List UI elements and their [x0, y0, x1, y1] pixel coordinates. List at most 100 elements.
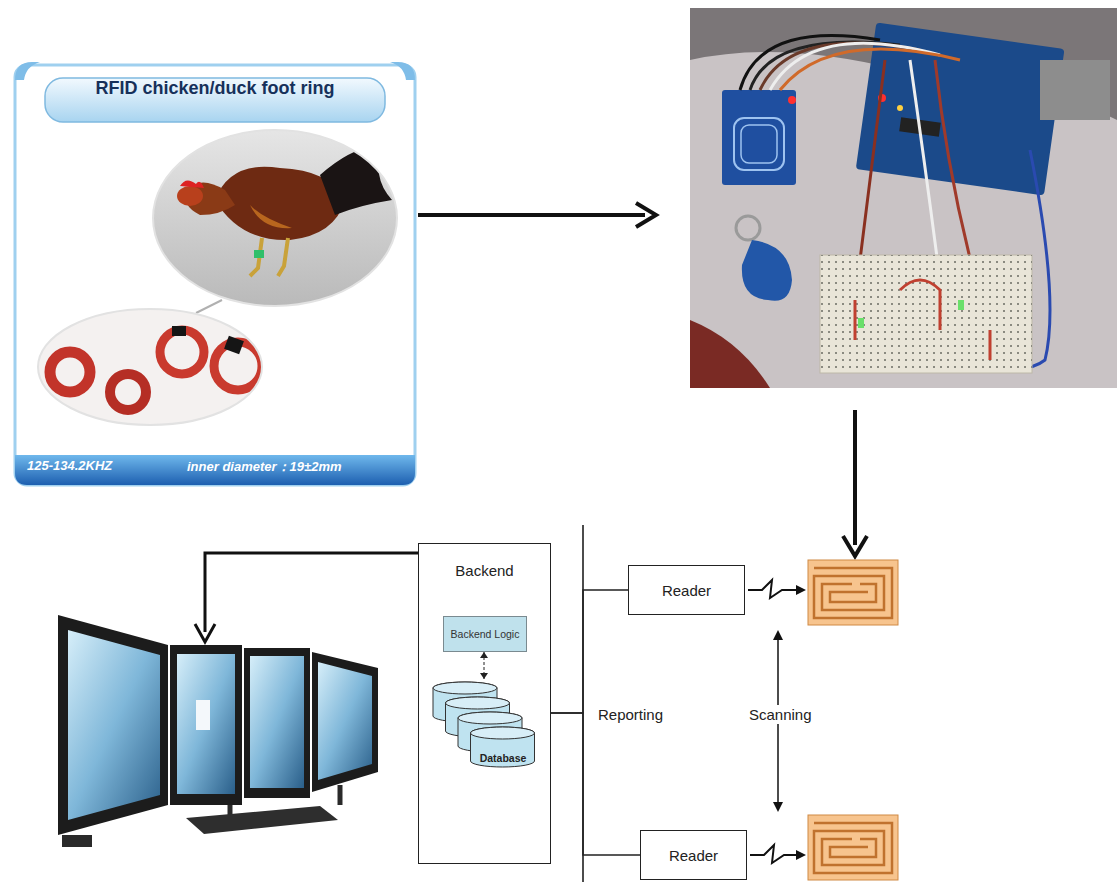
led: [788, 96, 796, 104]
monitor-screen: [177, 654, 235, 794]
led: [897, 105, 903, 111]
box-label: Reader: [662, 582, 711, 599]
connector-line: [551, 713, 640, 855]
monitor-frame: [58, 615, 168, 835]
arrow-label: Scanning: [747, 705, 814, 724]
chicken-legs: [250, 238, 288, 276]
zigzag: [750, 845, 798, 863]
rfid-tag: [808, 815, 898, 880]
reader-box: Reader: [628, 565, 745, 615]
breadboard-holes: [820, 255, 1032, 373]
chicken-tail: [320, 148, 392, 215]
rfid-tag: [808, 560, 898, 625]
monitor-screen: [250, 656, 304, 788]
jumper: [855, 280, 990, 360]
key-ring: [736, 216, 760, 240]
monitor-array: [58, 615, 378, 847]
monitor-frame: [312, 652, 378, 792]
arrow-shaft: [418, 213, 645, 217]
tag-antenna: [814, 823, 892, 873]
flow-arrow: [843, 410, 867, 556]
arrow-head: [773, 630, 783, 640]
antenna-coil: [734, 118, 784, 170]
arrow-head: [843, 536, 867, 556]
panel-border: [15, 65, 415, 485]
connector-path: [551, 590, 628, 713]
cylinder-top: [446, 697, 510, 709]
box-title: Backend: [419, 562, 550, 579]
dashed-connector: [480, 652, 488, 679]
frequency-text: 125-134.2KHZ: [27, 458, 112, 482]
cylinder-top: [458, 712, 522, 724]
cylinder-body: [471, 727, 535, 767]
logic-box: Backend Logic: [443, 616, 527, 652]
flow-arrow: [418, 203, 656, 227]
arrow-head: [195, 624, 215, 642]
panel-title: RFID chicken/duck foot ring: [45, 78, 385, 122]
arrow-head: [480, 673, 488, 679]
panel-band: [15, 455, 415, 485]
monitor-stand: [62, 835, 92, 847]
key-fob: [742, 240, 792, 301]
blanket: [690, 320, 770, 388]
flow-arrow: [195, 553, 418, 642]
arduino-photo: [690, 8, 1117, 388]
console-box: [186, 806, 338, 834]
monitor-stand: [338, 785, 343, 805]
diameter-text: inner diameter：19±2mm: [187, 458, 342, 482]
ring: [110, 374, 146, 410]
photo-edge: [38, 309, 262, 425]
bus-label: Reporting: [598, 706, 663, 723]
wire: [780, 49, 960, 90]
ethernet-jack: [1040, 60, 1110, 120]
photo-edge: [153, 130, 397, 306]
arrow-shaft: [853, 410, 857, 545]
antenna-coil: [741, 125, 777, 163]
screen-window: [196, 700, 210, 730]
arrow-head: [796, 850, 806, 860]
rings-photo: [38, 308, 268, 428]
panel-curl: [390, 62, 415, 80]
monitor-frame: [170, 645, 242, 805]
panel-frame: [15, 62, 415, 485]
breadboard: [820, 255, 1032, 373]
foot-ring: [254, 250, 264, 258]
reader-box: Reader: [640, 830, 747, 880]
panel-banner: [45, 78, 385, 122]
monitor-screen: [318, 662, 372, 780]
leader-line: [196, 300, 222, 313]
zigzag: [748, 580, 798, 598]
rfid-board: [722, 90, 796, 185]
chicken-photo: [150, 128, 400, 308]
led: [858, 318, 864, 328]
arrow-shaft: [205, 553, 418, 632]
connector-path: [551, 713, 640, 855]
chicken-wing: [250, 205, 292, 228]
monitor-screen: [68, 630, 160, 820]
panel-curl: [15, 62, 40, 80]
ring: [160, 330, 204, 374]
monitor-frame: [244, 648, 310, 798]
box-label: Backend Logic: [451, 628, 520, 640]
tag-body: [808, 560, 898, 625]
cylinder-top: [471, 727, 535, 739]
arrow-head: [480, 652, 488, 658]
arrow-head: [636, 203, 656, 227]
box-label: Reader: [669, 847, 718, 864]
ring-chip: [172, 326, 186, 336]
led: [958, 300, 964, 310]
ring-chip: [224, 336, 244, 355]
box-label: Database: [471, 752, 535, 764]
ring: [50, 352, 90, 392]
spec-panel: RFID chicken/duck foot ring 125-134.2KHZ i…: [15, 65, 415, 485]
arrow-head: [773, 802, 783, 812]
cylinder-top: [433, 682, 497, 694]
chicken-comb: [180, 180, 204, 188]
connector-line: [551, 590, 628, 713]
photo-ground: [38, 308, 268, 428]
tag-antenna: [814, 568, 892, 618]
photo-ground: [690, 8, 1117, 388]
